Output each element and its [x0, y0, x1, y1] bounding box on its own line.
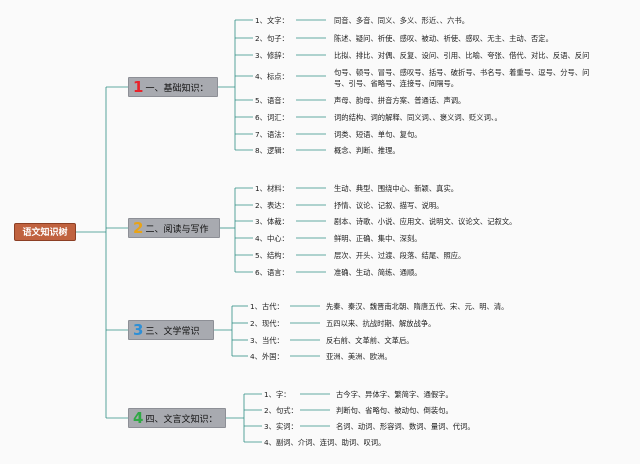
item-label: 5、语音： [255, 96, 289, 105]
item-label: 2、句子： [255, 34, 289, 43]
item-label: 4、中心： [255, 234, 289, 243]
item-label: 2、现代： [250, 319, 284, 328]
item-label: 4、外国： [250, 352, 284, 361]
section-number-3: 3 [133, 321, 144, 339]
item-label: 8、逻辑： [255, 146, 289, 155]
root-node: 语文知识树 [14, 223, 76, 241]
item-text: 反右前、文革前、文革后。 [326, 336, 414, 345]
section-number-2: 2 [133, 219, 144, 237]
item-label: 3、体裁： [255, 217, 289, 226]
item-text: 判断句、省略句、被动句、倒装句。 [336, 406, 453, 415]
item-text: 五四以来、抗战时期、解放战争。 [326, 319, 436, 328]
item-label: 4、标点： [255, 72, 289, 81]
item-text: 抒情、议论、记叙、描写、说明。 [334, 201, 444, 210]
item-text: 亚洲、美洲、欧洲。 [326, 352, 392, 361]
item-text: 概念、判断、推理。 [334, 146, 400, 155]
section-label-2: 二、阅读与写作 [145, 225, 209, 235]
item-label: 7、语法： [255, 130, 289, 139]
section-label-1: 一、基础知识： [145, 84, 209, 94]
item-label: 1、材料： [255, 184, 289, 193]
item-text: 词的结构、词的解释、同义词、、褒义词、贬义词、。 [334, 113, 502, 122]
item-text: 词类、短语、单句、复句。 [334, 130, 422, 139]
item-label: 3、修辞： [255, 51, 289, 60]
item-text: 比拟、排比、对偶、反复、设问、引用、比喻、夸张、借代、对比、反语、反问 [334, 51, 590, 60]
item-label: 6、语言： [255, 268, 289, 277]
item-label: 4、副词、介词、连词、助词、叹词。 [264, 438, 386, 447]
item-label: 3、实词： [264, 422, 298, 431]
item-text: 古今字、异体字、繁简字、通假字。 [336, 390, 453, 399]
item-label: 2、表达： [255, 201, 289, 210]
item-label: 1、字： [264, 390, 291, 399]
section-number-1: 1 [133, 78, 144, 96]
section-number-4: 4 [133, 409, 144, 427]
item-text: 声母、韵母、拼音方案、普通话、声调。 [334, 96, 466, 105]
item-text: 陈述、疑问、祈使、感叹、被动、祈使、感叹、无主、主动、否定。 [334, 34, 553, 43]
item-label: 5、结构： [255, 251, 289, 260]
item-text: 号、引号、省略号、连接号、间隔号。 [334, 79, 459, 88]
item-text: 准确、生动、简练、通顺。 [334, 268, 422, 277]
item-text: 鲜明、正确、集中、深刻。 [334, 234, 422, 243]
item-text: 句号、顿号、冒号、感叹号、括号、破折号、书名号、着重号、逗号、分号、问 [334, 68, 590, 77]
item-text: 名词、动词、形容词、数词、量词、代词。 [336, 422, 475, 431]
item-text: 层次、开头、过渡、段落、结尾、照应。 [334, 251, 466, 260]
item-label: 1、古代： [250, 302, 284, 311]
item-text: 剧本、诗歌、小说、应用文、说明文、议论文、记叙文。 [334, 217, 517, 226]
item-text: 生动、典型、围绕中心、新颖、真实。 [334, 184, 459, 193]
item-label: 3、当代： [250, 336, 284, 345]
item-label: 2、句式： [264, 406, 298, 415]
item-label: 6、词汇： [255, 113, 289, 122]
item-text: 先秦、秦汉、魏晋南北朝、隋唐五代、宋、元、明、清。 [326, 302, 509, 311]
item-label: 1、文字： [255, 16, 289, 25]
item-text: 同音、多音、同义、多义、形近、、六书。 [334, 16, 469, 25]
section-label-4: 四、文言文知识： [145, 415, 218, 425]
section-label-3: 三、文学常识 [145, 327, 200, 337]
